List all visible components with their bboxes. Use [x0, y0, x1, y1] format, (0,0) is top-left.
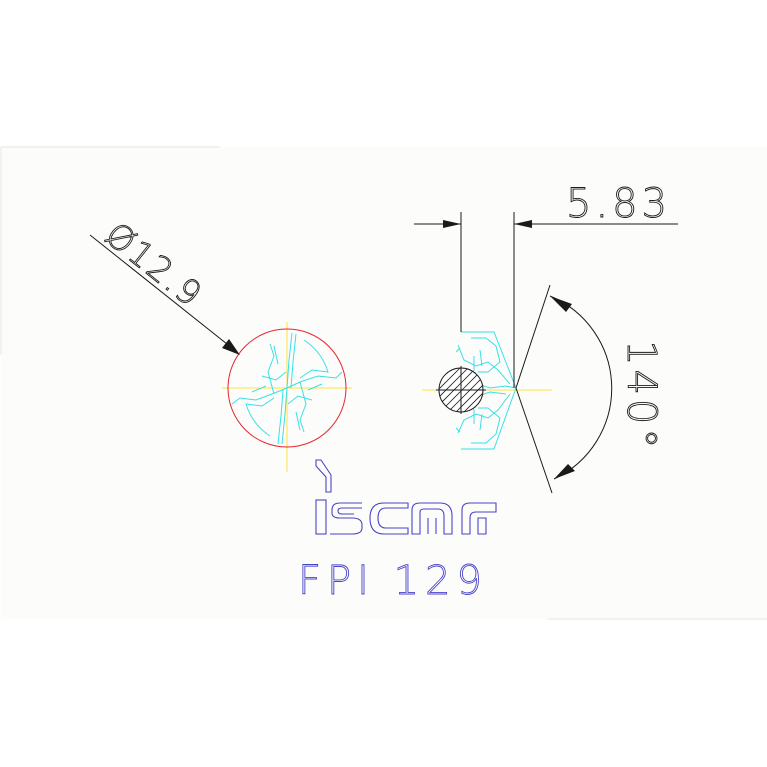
- brand-logo: iscar: [315, 459, 497, 535]
- cutting-diameter-circle: [227, 328, 347, 448]
- insert-end-profile: [231, 332, 343, 445]
- angle-extension-upper: [515, 284, 551, 389]
- diameter-leader-line: [89, 234, 233, 349]
- angle-arrow-upper: [550, 296, 572, 312]
- diameter-leader-arrow: [222, 339, 240, 355]
- drawing-sheet: [1, 147, 767, 619]
- angle-dimension: 140°: [515, 284, 664, 494]
- angle-extension-lower: [515, 387, 553, 494]
- offset-arrow-right: [514, 220, 532, 228]
- part-code-label: FPI 129: [298, 558, 488, 604]
- angle-arrow-lower: [554, 464, 575, 479]
- angle-label: 140°: [618, 340, 664, 452]
- end-view: [222, 322, 352, 472]
- offset-label: 5.83: [566, 181, 671, 227]
- offset-dimension: 5.83: [414, 181, 678, 388]
- angle-arc: [549, 295, 613, 480]
- offset-arrow-left: [443, 220, 461, 228]
